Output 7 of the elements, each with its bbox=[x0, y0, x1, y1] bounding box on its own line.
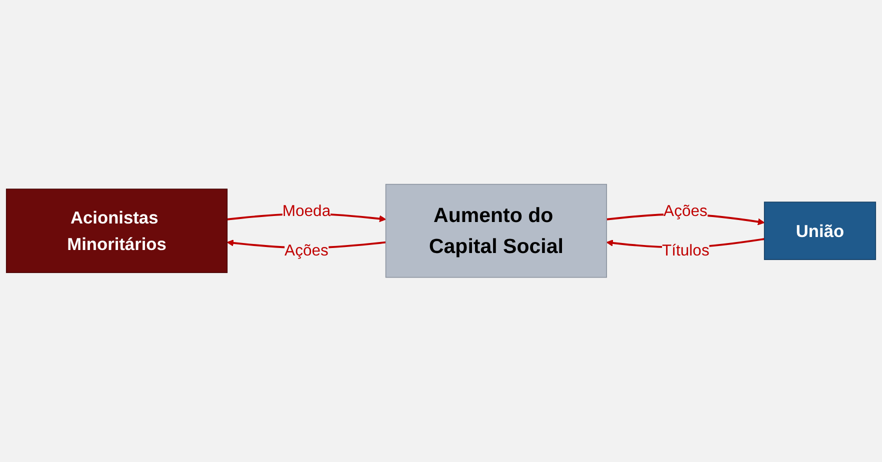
edge-label: Moeda bbox=[282, 202, 331, 220]
node-box: União bbox=[764, 202, 876, 260]
edge-label: Ações bbox=[284, 242, 328, 260]
node-box: Acionistas Minoritários bbox=[6, 188, 228, 274]
edge-label: Ações bbox=[664, 202, 708, 220]
edge-label: Títulos bbox=[662, 242, 710, 260]
node-box: Aumento do Capital Social bbox=[385, 184, 607, 278]
